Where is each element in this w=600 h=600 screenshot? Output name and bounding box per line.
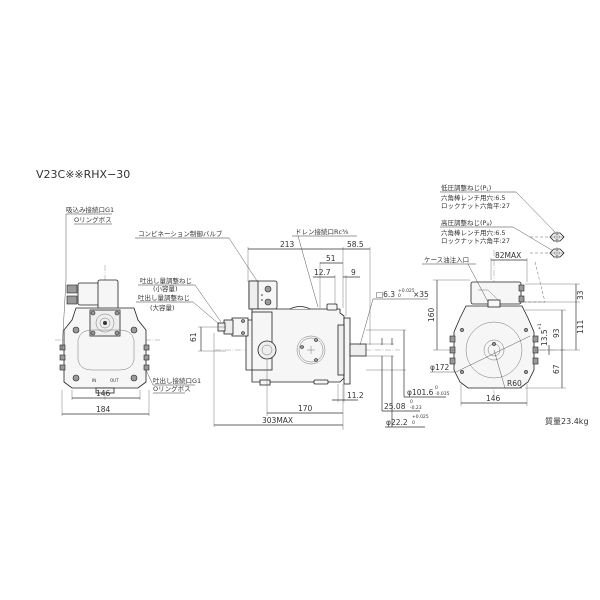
dim-12-7: 12.7: [314, 268, 331, 277]
dim-160: 160: [427, 307, 436, 322]
weight-label: 質量23.4kg: [545, 416, 589, 426]
high-wrench-label: 六角棒レンチ用穴:6.5: [441, 228, 506, 237]
dim-pilot-tol-up: 0: [435, 385, 438, 391]
dim-r60: R60: [507, 379, 522, 388]
port-out-label: OUT: [110, 378, 119, 383]
low-pressure-screw-icon: [549, 231, 565, 243]
side-view: 213 58.5 51 12.7 9 61 170 303MAX 11.2: [135, 227, 450, 430]
dim-key-height-tol-dn: -0.23: [410, 405, 422, 411]
dim-93: 93: [552, 328, 561, 338]
port-in-label: IN: [92, 378, 96, 383]
dim-146-rear: 146: [96, 389, 111, 398]
discharge-adjust-large-label: 吐出し量調整ねじ: [138, 293, 190, 302]
dim-111: 111: [576, 319, 585, 334]
dim-shaft-tol-dn: 0: [412, 420, 415, 426]
dim-67: 67: [552, 364, 561, 374]
high-locknut-label: ロックナット六角平:27: [441, 236, 510, 245]
dim-184: 184: [96, 405, 111, 414]
dim-pilot-tol-dn: -0.035: [435, 391, 450, 397]
dim-shaft: φ22.2: [386, 418, 408, 427]
dim-58-5: 58.5: [347, 240, 364, 249]
dim-pilot: φ101.6: [407, 388, 434, 397]
case-oil-inlet-label: ケース油注入口: [424, 255, 469, 264]
dim-11-2: 11.2: [347, 391, 364, 400]
dim-33: 33: [576, 290, 585, 300]
low-wrench-label: 六角棒レンチ用穴:6.5: [441, 193, 506, 202]
high-pressure-screw-icon: [549, 247, 565, 259]
discharge-adjust-small-sub: (小容量): [153, 284, 178, 293]
dim-146-front: 146: [486, 394, 501, 403]
discharge-oring-label: Oリングボス: [153, 384, 191, 393]
dim-61: 61: [189, 332, 198, 342]
low-locknut-label: ロックナット六角平:27: [441, 201, 510, 210]
high-pressure-screw-label: 高圧調整ねじ(PH): [441, 218, 492, 227]
dim-51: 51: [326, 254, 336, 263]
dim-303max: 303MAX: [262, 416, 293, 425]
model-title: V23C※※RHX−30: [36, 168, 130, 181]
discharge-adjust-large-sub: (大容量): [150, 303, 175, 312]
dim-213: 213: [280, 240, 295, 249]
dim-key-tol-up: +0.025: [398, 288, 415, 294]
combination-valve-label: コンビネーション制御バルブ: [138, 229, 223, 238]
front-view: 82MAX 160 33 111 93 13.5 +1 67 φ172 R60: [422, 183, 585, 406]
dim-key: □6.3: [376, 290, 395, 299]
dim-key-height: 25.08: [384, 402, 406, 411]
suction-port-label: 吸込み接続口G1: [66, 205, 114, 214]
dim-13-5: 13.5: [540, 329, 549, 346]
low-pressure-screw-label: 低圧調整ねじ(PL): [441, 183, 491, 192]
dim-82max: 82MAX: [495, 251, 521, 260]
dim-key-len: ×35: [413, 290, 429, 299]
dim-shaft-tol-up: +0.025: [412, 414, 429, 420]
dim-13-5-tol-up: +1: [537, 323, 543, 330]
dim-key-tol-dn: 0: [398, 293, 401, 299]
rear-view: IN OUT 146 184 吸込み接続口G1 Oリングボス 吐出し接続口G1 …: [55, 205, 201, 416]
dim-phi172: φ172: [430, 363, 449, 372]
dim-key-height-tol-up: 0: [410, 399, 413, 405]
discharge-port-label: 吐出し接続口G1: [153, 376, 201, 385]
dim-170: 170: [298, 404, 313, 413]
dim-9: 9: [351, 268, 356, 277]
drain-port-label: ドレン接続口Rc⅜: [295, 227, 349, 236]
discharge-adjust-small-label: 吐出し量調整ねじ: [140, 276, 192, 285]
suction-oring-label: Oリングボス: [74, 215, 112, 224]
